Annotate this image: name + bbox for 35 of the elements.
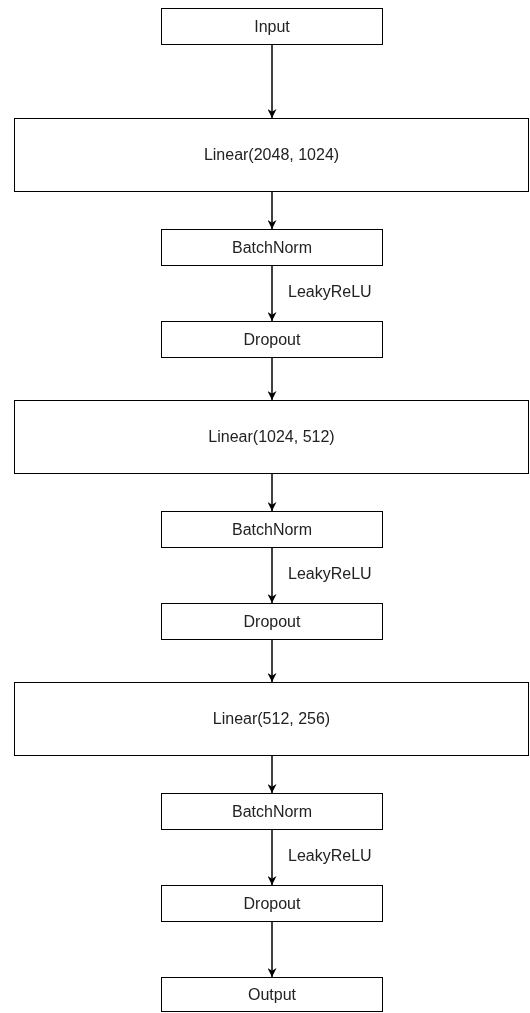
layer-label: Linear(512, 256) xyxy=(212,710,331,728)
layer-label: Linear(2048, 1024) xyxy=(203,146,340,164)
layer-box xyxy=(14,682,529,756)
arrow xyxy=(267,265,277,322)
layer-box xyxy=(161,977,383,1012)
arrow xyxy=(267,44,277,119)
arrow xyxy=(267,473,277,512)
layer-box xyxy=(161,885,383,922)
arrow xyxy=(267,191,277,230)
arrow xyxy=(267,829,277,886)
layer-box xyxy=(161,511,383,548)
layer-box xyxy=(161,793,383,830)
layer-label: Dropout xyxy=(243,894,301,913)
layer-label: Linear(1024, 512) xyxy=(208,428,335,446)
arrow xyxy=(267,357,277,401)
edge-label: LeakyReLU xyxy=(288,282,372,301)
arrow xyxy=(267,547,277,604)
layer-box xyxy=(161,8,383,45)
layer-label: Dropout xyxy=(243,612,301,631)
layer-box xyxy=(14,400,529,474)
arrow xyxy=(267,921,277,978)
edge-label: LeakyReLU xyxy=(288,846,372,865)
edge-label: LeakyReLU xyxy=(288,564,372,583)
layer-label: BatchNorm xyxy=(232,238,312,257)
arrow xyxy=(267,639,277,683)
layer-label: BatchNorm xyxy=(232,520,312,539)
layer-label: Input xyxy=(254,17,290,36)
layer-label: Output xyxy=(248,985,296,1004)
layer-box xyxy=(161,603,383,640)
layer-label: BatchNorm xyxy=(232,802,312,821)
arrow xyxy=(267,755,277,794)
layer-label: Dropout xyxy=(243,330,301,349)
layer-box xyxy=(161,229,383,266)
layer-box xyxy=(161,321,383,358)
layer-box xyxy=(14,118,529,192)
